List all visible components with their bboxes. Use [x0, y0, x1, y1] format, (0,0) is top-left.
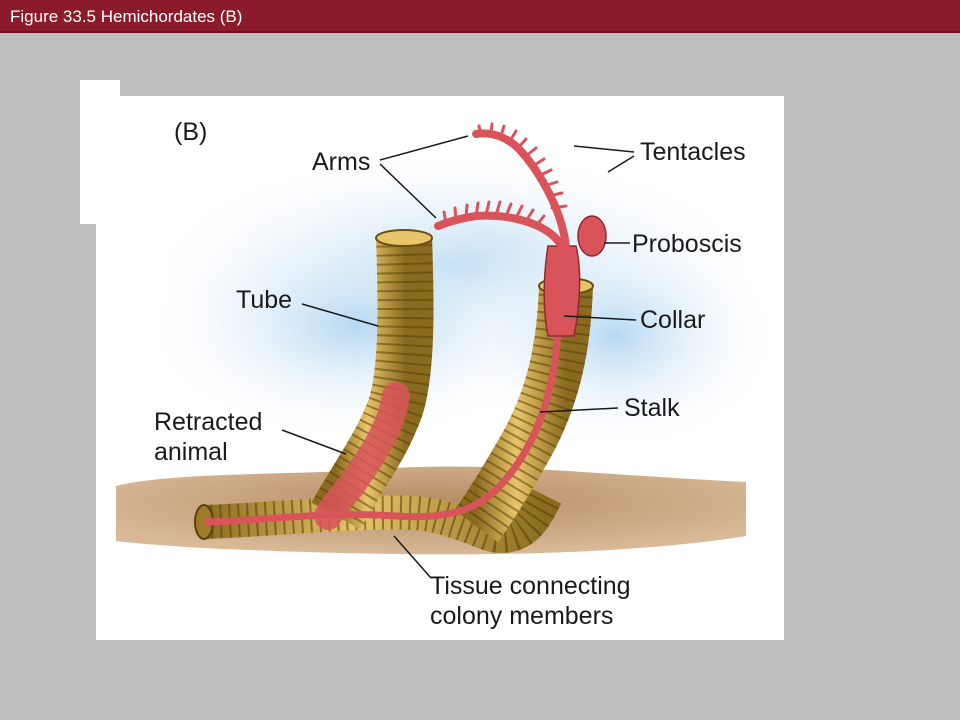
label-proboscis: Proboscis	[632, 230, 742, 258]
panel-label: (B)	[174, 118, 207, 146]
figure-panel: (B) Arms Tentacles Proboscis Tube Collar…	[96, 96, 784, 640]
label-collar: Collar	[640, 306, 705, 334]
leader-lines	[281, 135, 637, 579]
label-retracted-line2: animal	[154, 438, 228, 466]
label-retracted-line1: Retracted	[154, 408, 262, 436]
water-background	[136, 146, 784, 456]
label-tube: Tube	[236, 286, 292, 314]
label-tentacles: Tentacles	[640, 138, 746, 166]
tentacles	[442, 122, 568, 228]
retracted-animal	[314, 382, 410, 530]
label-stalk: Stalk	[624, 394, 680, 422]
label-tissue-line2: colony members	[430, 602, 613, 630]
title-bar: Figure 33.5 Hemichordates (B)	[0, 0, 960, 33]
hemichordate-illustration: (B) Arms Tentacles Proboscis Tube Collar…	[116, 118, 784, 630]
stalk	[205, 325, 562, 526]
label-arms: Arms	[312, 148, 370, 176]
label-tissue-line1: Tissue connecting	[430, 572, 631, 600]
slide-title: Figure 33.5 Hemichordates (B)	[10, 7, 243, 26]
collar-proboscis	[543, 215, 607, 337]
